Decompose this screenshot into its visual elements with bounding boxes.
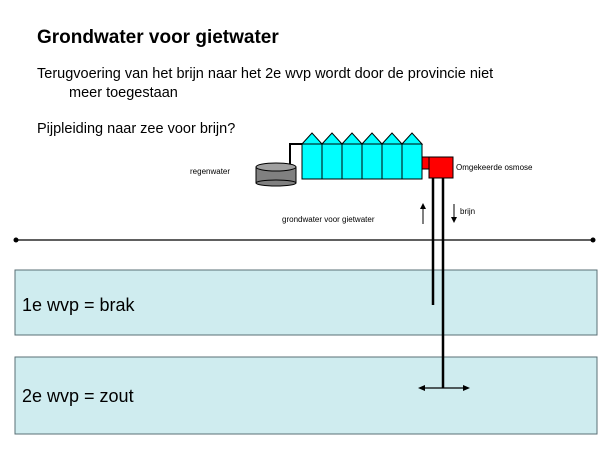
statement-line-1: Terugvoering van het brijn naar het 2e w… bbox=[37, 66, 494, 82]
greenhouse-roof bbox=[300, 132, 424, 145]
groundwater-label: grondwater voor gietwater bbox=[282, 215, 375, 224]
rainwater-pipe bbox=[289, 143, 302, 166]
layer-1-label: 1e wvp = brak bbox=[22, 295, 136, 315]
greenhouse-body bbox=[301, 143, 423, 180]
arrow-down-icon bbox=[451, 204, 457, 223]
regenwater-label: regenwater bbox=[190, 167, 230, 176]
statement-line-2: meer toegestaan bbox=[69, 85, 178, 101]
rainwater-tank-icon bbox=[255, 162, 297, 187]
arrow-up-icon bbox=[420, 203, 426, 224]
statement-paragraph: Terugvoering van het brijn naar het 2e w… bbox=[37, 65, 597, 103]
osmosis-unit bbox=[428, 156, 454, 179]
ground-line-right-end bbox=[590, 237, 596, 243]
slide-title: Grondwater voor gietwater bbox=[37, 27, 279, 48]
brine-label: brijn bbox=[460, 207, 475, 216]
question-paragraph: Pijpleiding naar zee voor brijn? bbox=[37, 121, 236, 137]
injection-spread-arrow bbox=[418, 385, 470, 391]
aquifer-layer-1 bbox=[14, 269, 598, 336]
osmosis-label: Omgekeerde osmose bbox=[456, 163, 533, 172]
layer-2-label: 2e wvp = zout bbox=[22, 386, 134, 406]
ground-line-left-end bbox=[13, 237, 19, 243]
aquifer-layer-2 bbox=[14, 356, 598, 435]
